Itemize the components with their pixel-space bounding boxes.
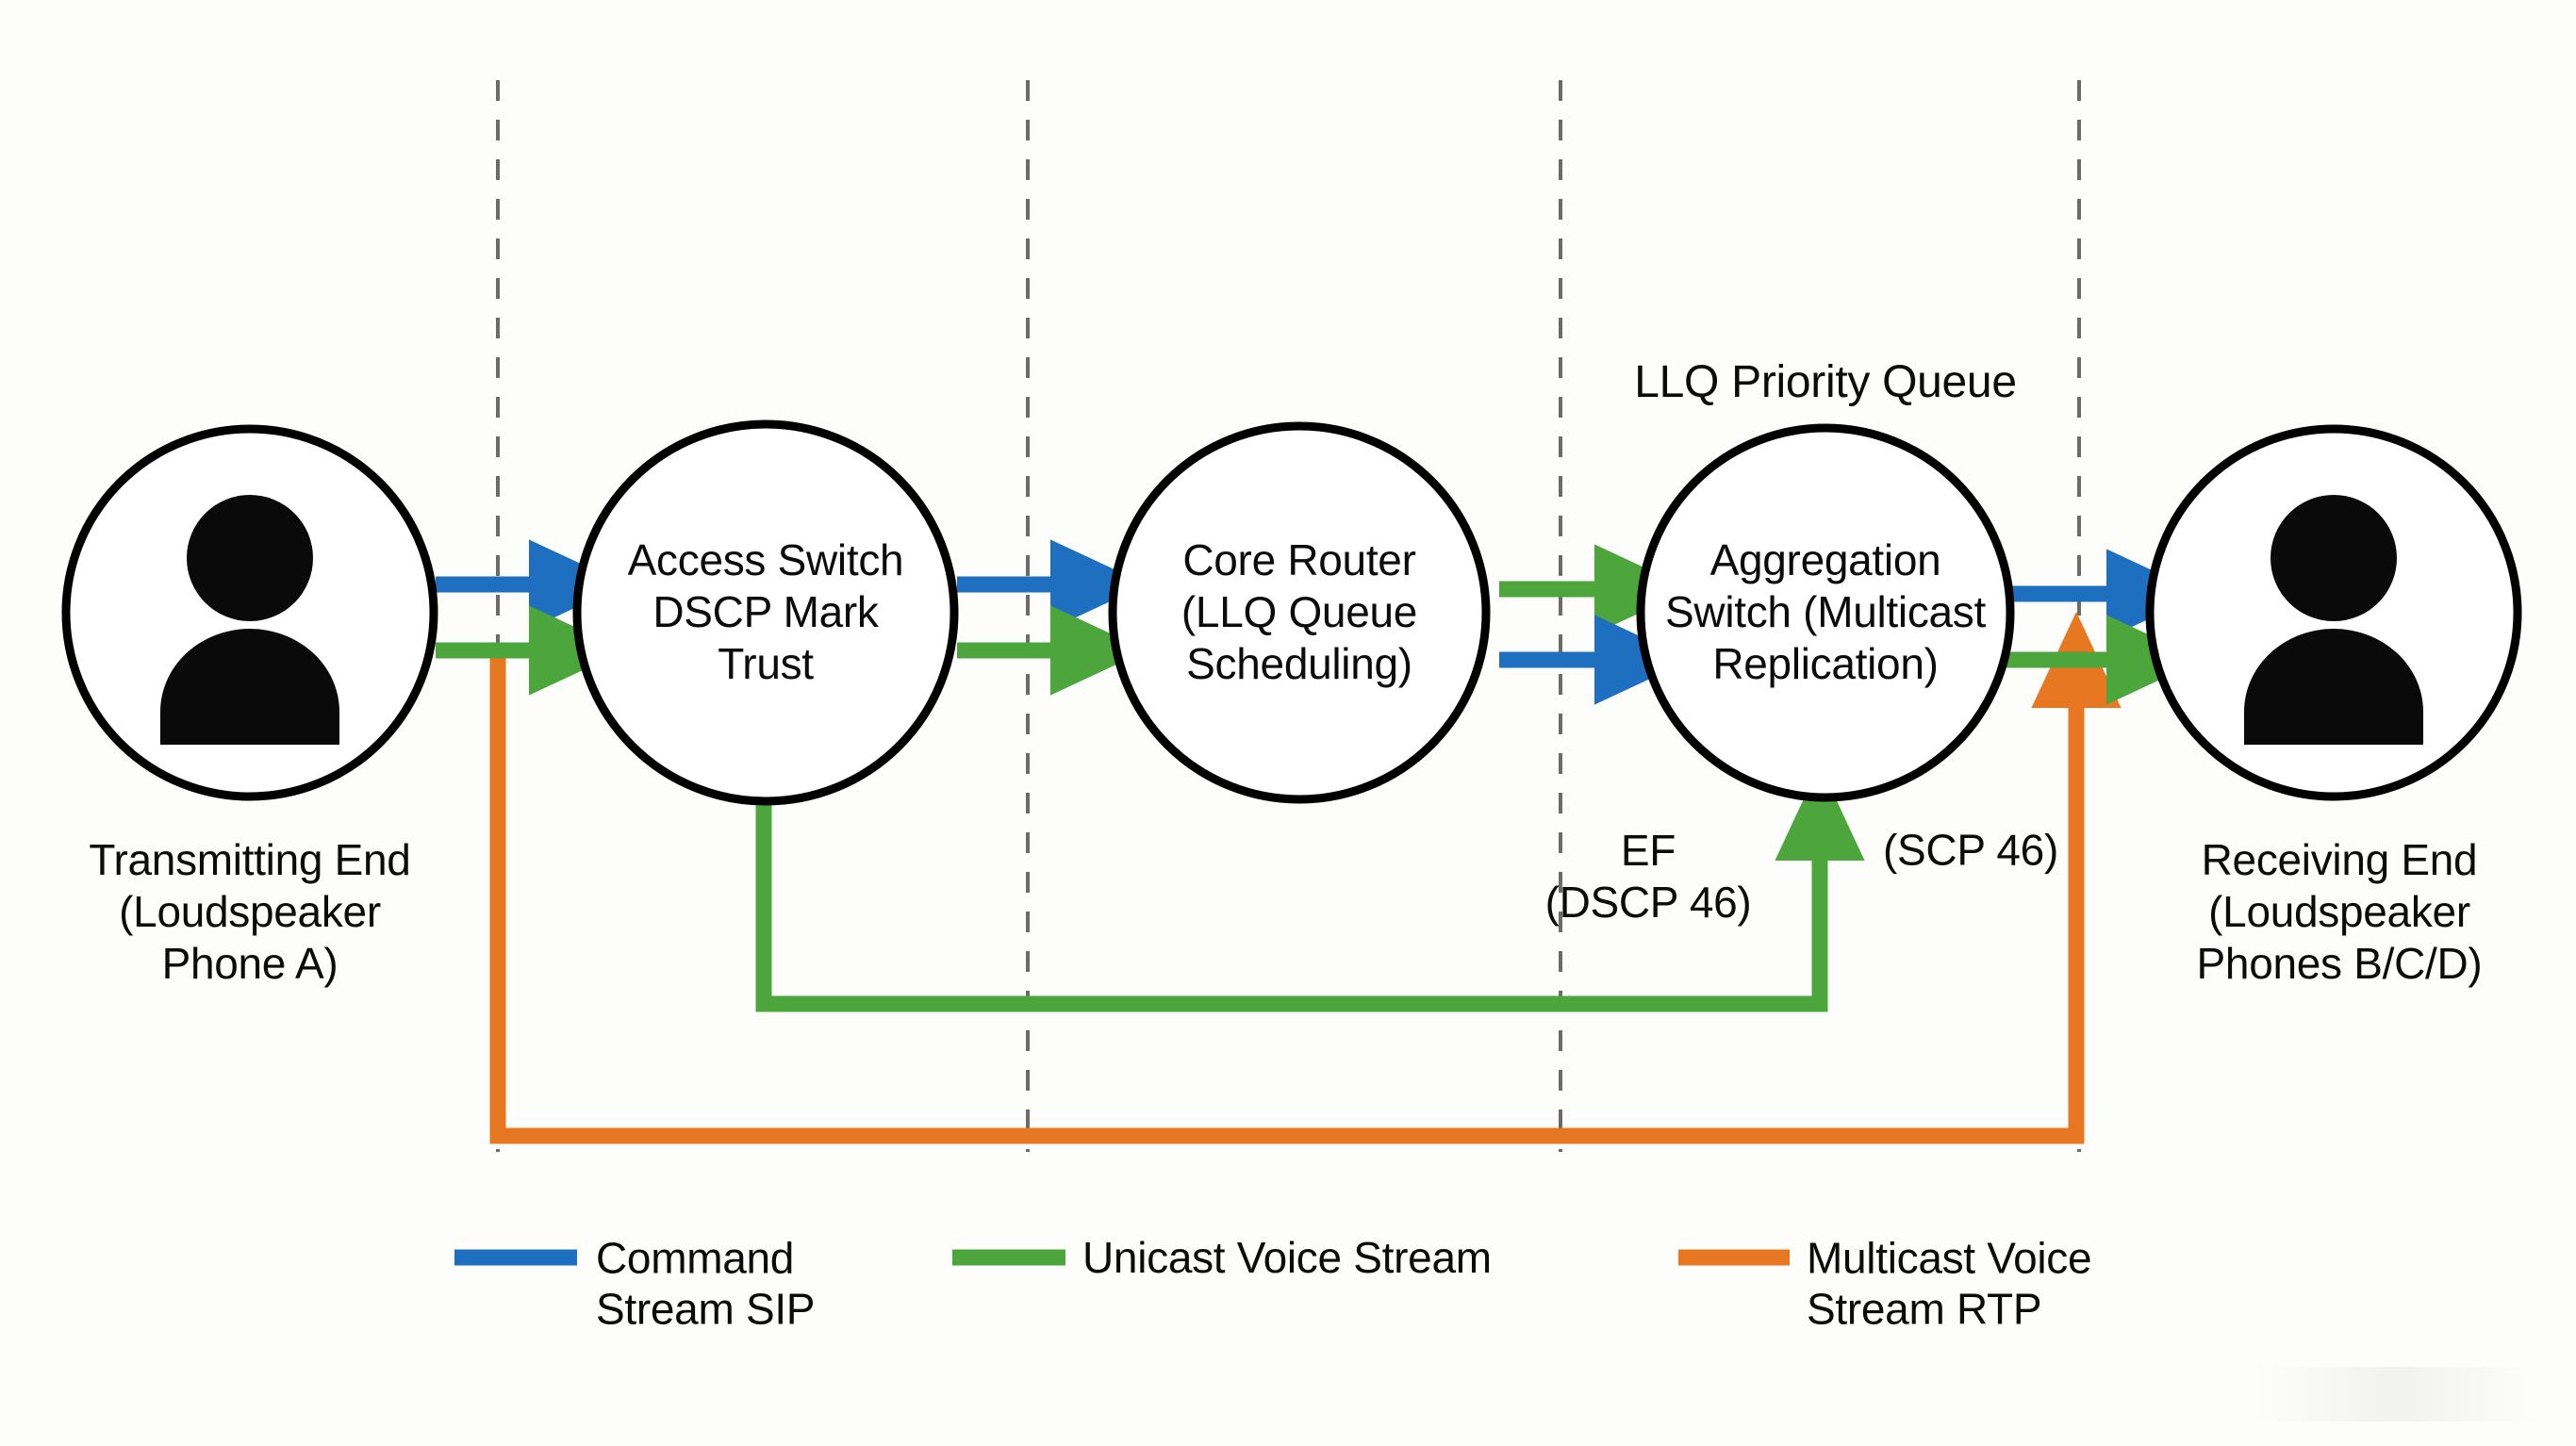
legend-label-unicast-voice-stream: Unicast Voice Stream (1082, 1232, 1492, 1282)
caption-receiving-end: Receiving End (Loudspeaker Phones B/C/D) (2196, 835, 2483, 989)
annotation-scp: (SCP 46) (1883, 825, 2058, 875)
node-core-router[interactable] (1108, 421, 1491, 804)
node-label-access-switch: Access Switch DSCP Mark Trust (627, 535, 904, 689)
legend-label-command-stream-sip: Command Stream SIP (596, 1233, 816, 1334)
legend-label-multicast-voice-stream-rtp: Multicast Voice Stream RTP (1807, 1233, 2092, 1334)
node-aggregation-switch[interactable] (1636, 423, 2015, 802)
person-icon (2244, 495, 2423, 745)
flow-multicast-tx-to-rx (489, 612, 2122, 1144)
flow-voice-bypass-access-to-agg (755, 764, 1865, 1012)
person-icon (160, 495, 339, 745)
node-label-aggregation-switch: Aggregation Switch (Multicast Replicatio… (1665, 535, 1986, 689)
caption-transmitting-end: Transmitting End (Loudspeaker Phone A) (89, 835, 411, 989)
node-label-core-router: Core Router (LLQ Queue Scheduling) (1181, 535, 1418, 689)
llq-priority-queue-title: LLQ Priority Queue (1634, 357, 2017, 408)
annotation-ef-dscp: EF (DSCP 46) (1544, 825, 1752, 927)
zone-dividers (496, 80, 2081, 1152)
node-access-switch[interactable] (572, 419, 959, 806)
